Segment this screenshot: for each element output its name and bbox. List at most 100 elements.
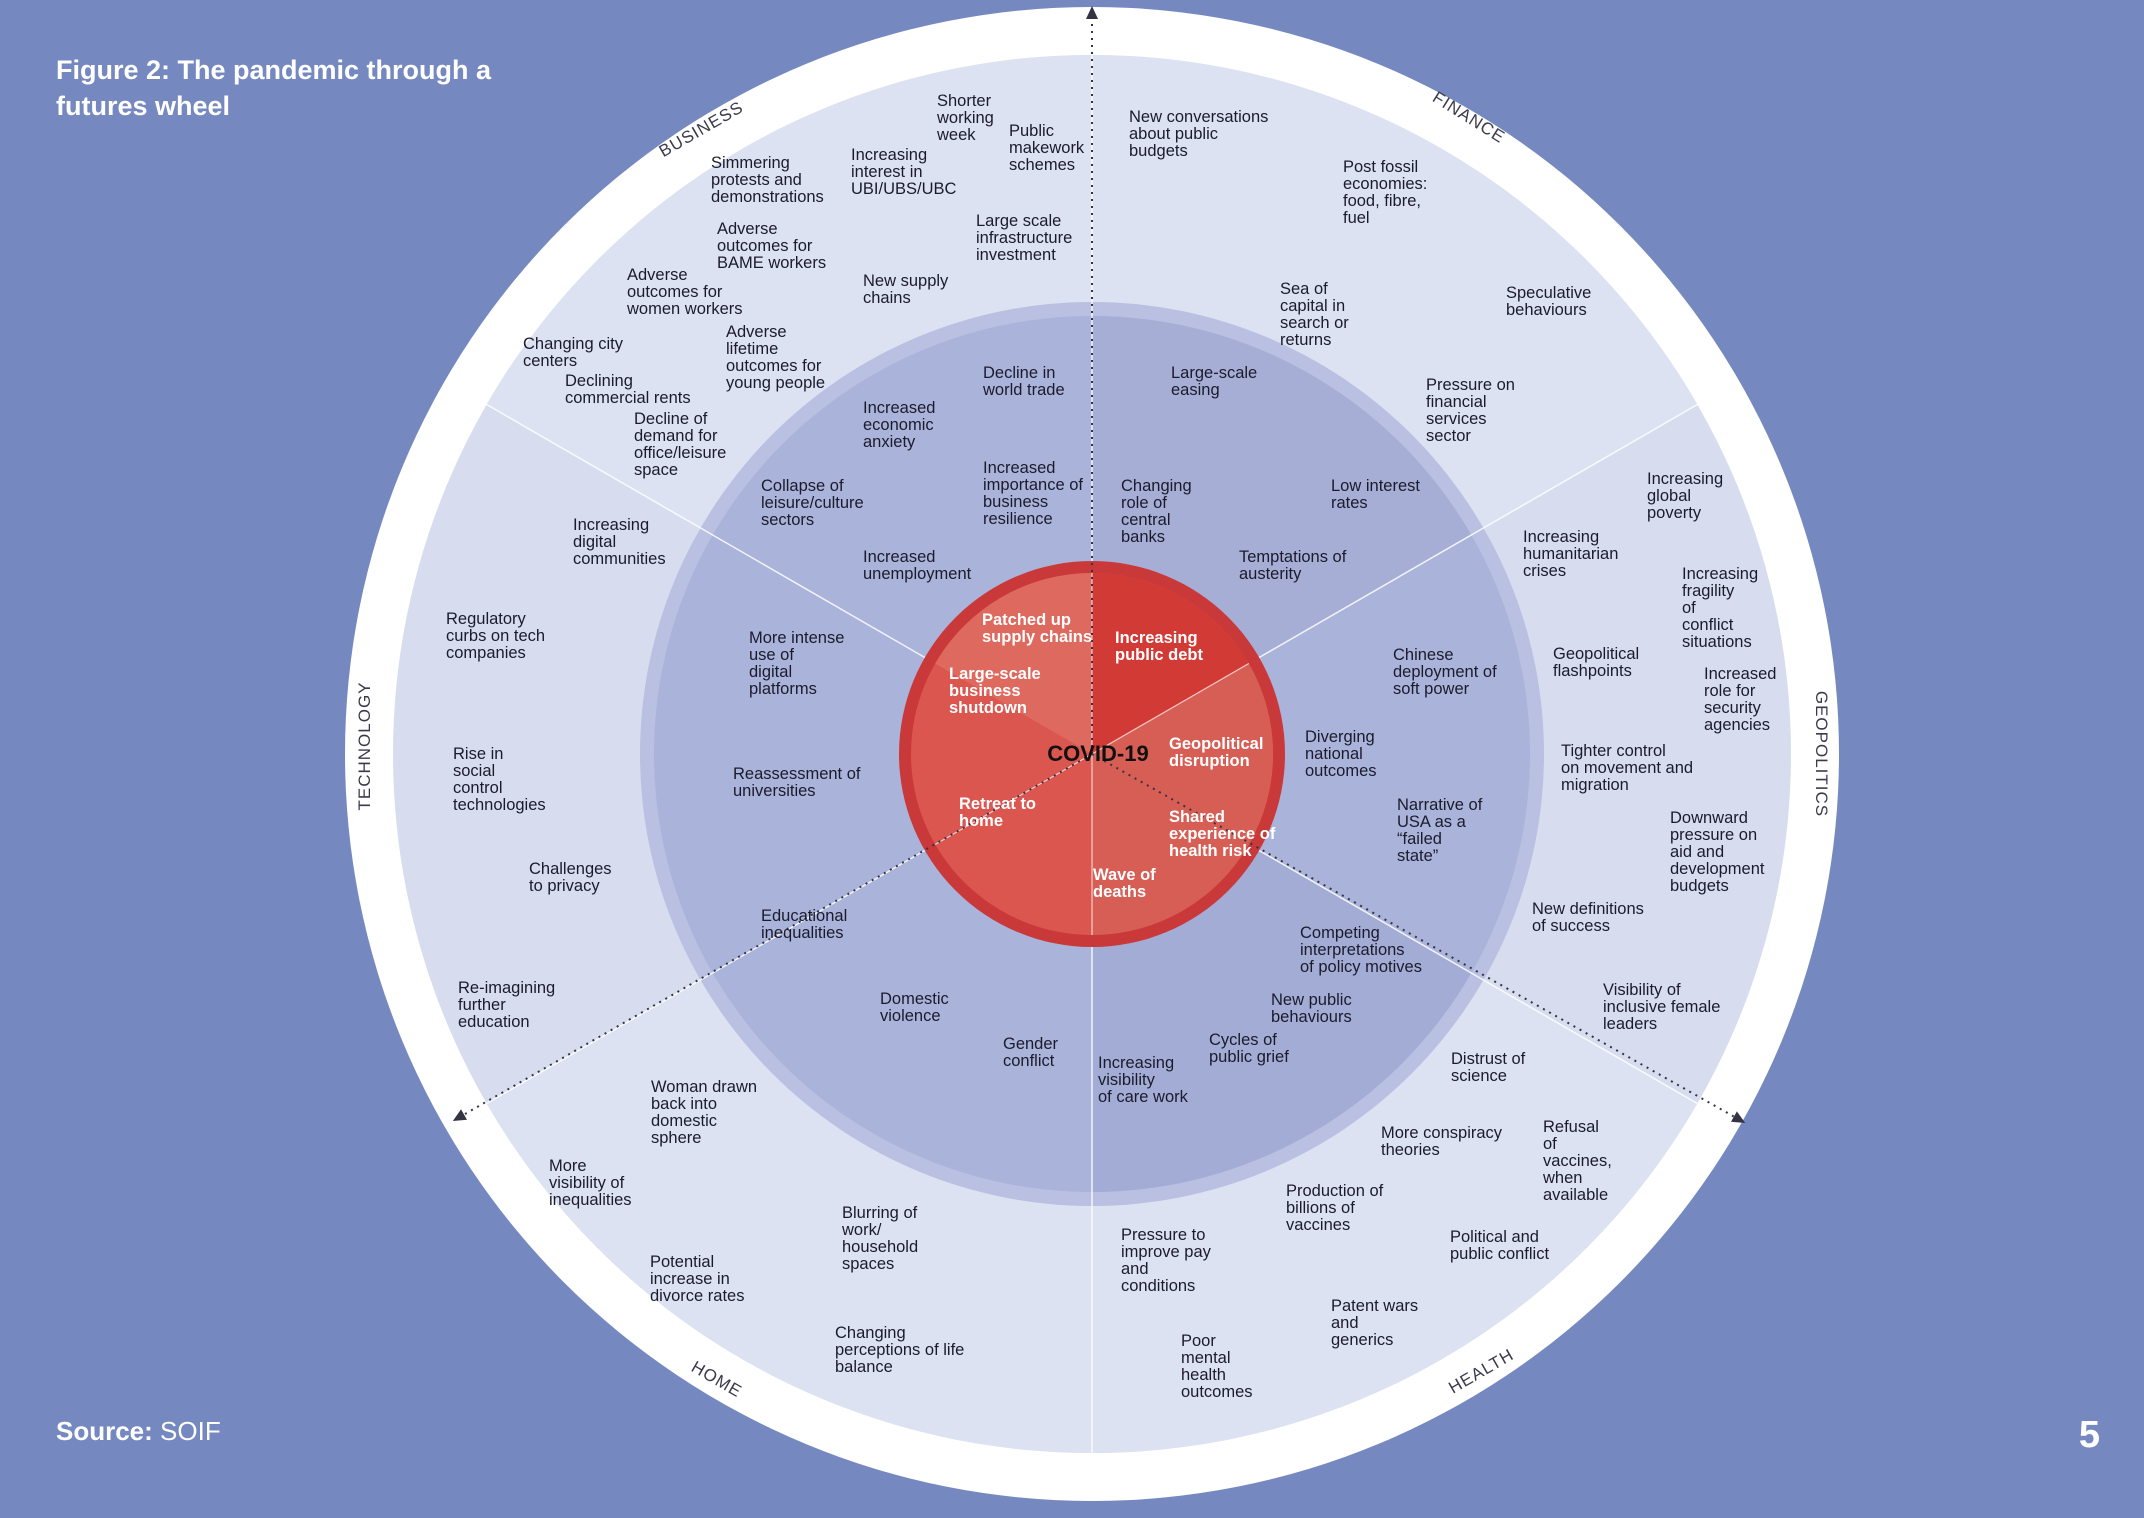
- third-order-impact-label-line: office/leisure: [634, 444, 726, 462]
- third-order-impact-label-line: space: [634, 461, 678, 479]
- third-order-impact-label-line: economies:: [1343, 175, 1427, 193]
- second-order-impact-label-line: Domestic: [880, 990, 949, 1008]
- third-order-impact-label-line: young people: [726, 374, 825, 392]
- first-order-impact-label-line: business: [949, 682, 1021, 700]
- third-order-impact-label-line: on movement and: [1561, 759, 1693, 777]
- third-order-impact-label-line: Pressure to: [1121, 1226, 1205, 1244]
- second-order-impact-label-line: central: [1121, 511, 1171, 529]
- second-order-impact-label-line: public grief: [1209, 1048, 1289, 1066]
- first-order-impact-label-line: Retreat to: [959, 795, 1036, 813]
- first-order-impact-label-line: experience of: [1169, 825, 1276, 843]
- arrow-down-left: [452, 753, 1093, 1121]
- third-order-impact-label-line: Pressure on: [1426, 376, 1515, 394]
- second-order-impact-label-line: leisure/culture: [761, 494, 864, 512]
- third-order-impact-label-line: fragility: [1682, 582, 1735, 600]
- third-order-impact-label-line: billions of: [1286, 1199, 1355, 1217]
- third-order-impact-label-line: chains: [863, 289, 911, 307]
- third-order-impact-label-line: returns: [1280, 331, 1331, 349]
- third-order-impact-label-line: budgets: [1670, 877, 1729, 895]
- second-order-impact-label-line: outcomes: [1305, 762, 1377, 780]
- third-order-impact-label-line: protests and: [711, 171, 802, 189]
- second-order-impact-label-line: Increased: [983, 459, 1055, 477]
- third-order-impact-label-line: More conspiracy: [1381, 1124, 1503, 1142]
- third-order-impact-label-line: improve pay: [1121, 1243, 1212, 1261]
- third-order-impact-label-line: education: [458, 1013, 530, 1031]
- third-order-impact-label-line: household: [842, 1238, 918, 1256]
- first-order-impact-label-line: shutdown: [949, 699, 1027, 717]
- third-order-impact-label-line: behaviours: [1506, 301, 1587, 319]
- third-order-impact-label-line: capital in: [1280, 297, 1345, 315]
- third-order-impact-label-line: conditions: [1121, 1277, 1195, 1295]
- third-order-impact-label-line: Patent wars: [1331, 1297, 1418, 1315]
- dotted-arrows: [452, 6, 1746, 1123]
- third-order-impact-label-line: technologies: [453, 796, 546, 814]
- second-order-impact-label-line: state”: [1397, 847, 1438, 865]
- third-order-impact-label-line: flashpoints: [1553, 662, 1632, 680]
- core-segment-business: [935, 572, 1092, 754]
- second-order-impact-label-line: Increasing: [1098, 1054, 1174, 1072]
- third-order-impact-label-line: Changing city: [523, 335, 624, 353]
- third-order-impact-label-line: outcomes for: [627, 283, 723, 301]
- third-order-impact-label-line: domestic: [651, 1112, 717, 1130]
- second-order-impact-label-line: unemployment: [863, 565, 972, 583]
- second-order-impact-label-line: economic: [863, 416, 934, 434]
- third-order-impact-label-line: of: [1682, 599, 1696, 617]
- second-order-impact-label-line: digital: [749, 663, 792, 681]
- third-order-impact-label-line: of: [1543, 1135, 1557, 1153]
- third-order-impact-label-line: Increasing: [1647, 470, 1723, 488]
- third-order-impact-label-line: generics: [1331, 1331, 1393, 1349]
- third-order-impact-label-line: and: [1121, 1260, 1149, 1278]
- first-order-impact-label-line: supply chains: [982, 628, 1092, 646]
- third-order-impact-label-line: search or: [1280, 314, 1349, 332]
- second-order-impact-label-line: importance of: [983, 476, 1083, 494]
- third-order-impact-label-line: Adverse: [717, 220, 778, 238]
- third-order-impact-label-line: about public: [1129, 125, 1218, 143]
- third-order-impact-label-line: poverty: [1647, 504, 1702, 522]
- second-order-impact-label-line: Competing: [1300, 924, 1380, 942]
- first-order-impact-label-line: Shared: [1169, 808, 1225, 826]
- third-order-impact-label-line: Woman drawn: [651, 1078, 757, 1096]
- center-label: COVID-19: [1047, 741, 1148, 766]
- sector-label-geopolitics: GEOPOLITICS: [1812, 691, 1831, 817]
- third-order-impact-label-line: Tighter control: [1561, 742, 1666, 760]
- third-order-impact-label-line: inclusive female: [1603, 998, 1720, 1016]
- source-line: Source: SOIF: [56, 1416, 221, 1447]
- third-order-impact-label-line: Increasing: [1682, 565, 1758, 583]
- third-order-impact-label-line: agencies: [1704, 716, 1770, 734]
- third-order-impact-label-line: financial: [1426, 393, 1487, 411]
- third-order-impact-label-line: week: [936, 126, 976, 144]
- third-order-impact-label-line: Simmering: [711, 154, 790, 172]
- third-order-impact-label-line: further: [458, 996, 506, 1014]
- third-order-impact-label-line: divorce rates: [650, 1287, 744, 1305]
- third-order-impact-label-line: vaccines,: [1543, 1152, 1612, 1170]
- third-order-impact-label-line: New definitions: [1532, 900, 1644, 918]
- third-order-impact-label-line: Speculative: [1506, 284, 1591, 302]
- second-order-impact-label-line: Low interest: [1331, 477, 1420, 495]
- third-order-impact-label-line: fuel: [1343, 209, 1370, 227]
- third-order-impact-label-line: sphere: [651, 1129, 701, 1147]
